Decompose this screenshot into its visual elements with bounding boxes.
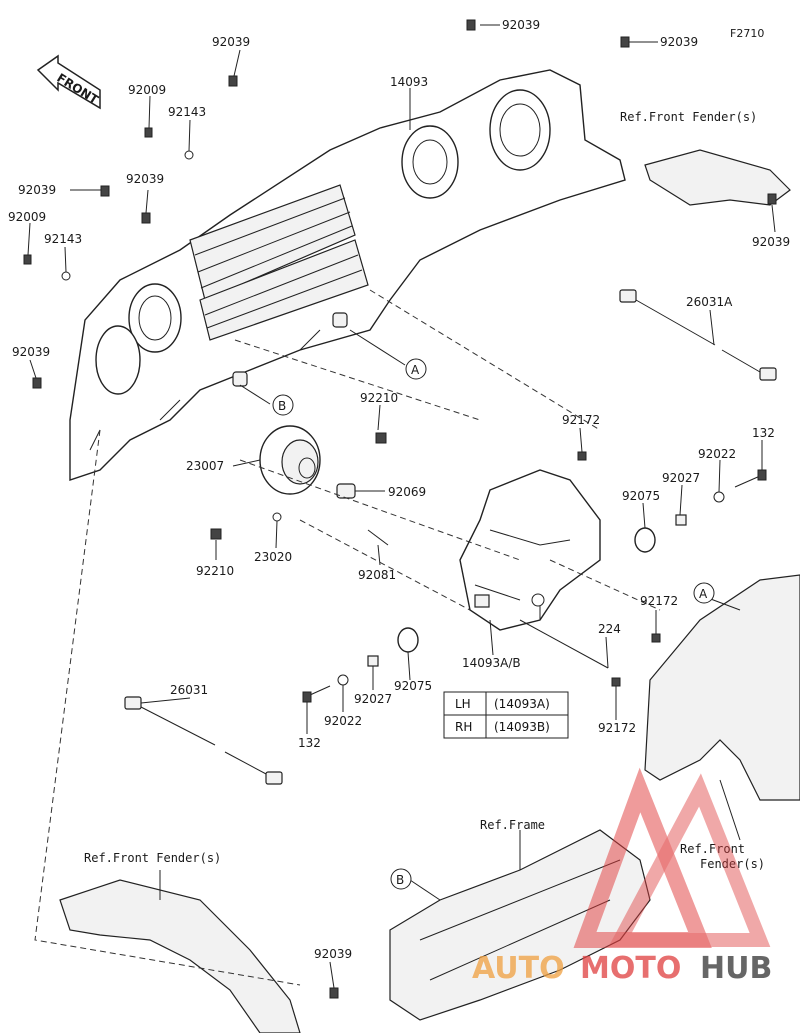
ref-front-fender-bottom-label: Ref.Front Fender(s) bbox=[84, 851, 221, 865]
callout-92069: 92069 bbox=[388, 485, 426, 499]
callout-92172-b: 92172 bbox=[640, 594, 678, 608]
callout-labels: 92039 92039 92039 14093 92009 92143 9203… bbox=[8, 18, 790, 961]
callout-92027-a: 92027 bbox=[662, 471, 700, 485]
callout-92039-c: 92039 bbox=[660, 35, 698, 49]
bracket-14093AB bbox=[459, 469, 601, 631]
callout-92039-h: 92039 bbox=[314, 947, 352, 961]
callout-92081: 92081 bbox=[358, 568, 396, 582]
damper-b bbox=[232, 371, 248, 387]
watermark-logo: AUTO MOTO HUB bbox=[472, 767, 772, 986]
marker-a-2: A bbox=[699, 587, 708, 601]
marker-b-2: B bbox=[396, 873, 404, 887]
harness-26031A bbox=[619, 289, 777, 381]
marker-a-1: A bbox=[411, 363, 420, 377]
front-arrow-icon: FRONT bbox=[36, 54, 101, 110]
callout-92039-b: 92039 bbox=[502, 18, 540, 32]
callout-132-a: 132 bbox=[752, 426, 775, 440]
callout-92039-d: 92039 bbox=[18, 183, 56, 197]
ref-frame bbox=[389, 829, 651, 1021]
callout-92039-f: 92039 bbox=[12, 345, 50, 359]
callout-92039-e: 92039 bbox=[126, 172, 164, 186]
callout-23020: 23020 bbox=[254, 550, 292, 564]
mount-hardware-upper bbox=[577, 451, 767, 643]
callout-92022-b: 92022 bbox=[324, 714, 362, 728]
watermark-auto: AUTO bbox=[472, 951, 565, 986]
callout-14093AB: 14093A/B bbox=[462, 656, 521, 670]
callout-92172-a: 92172 bbox=[562, 413, 600, 427]
callout-92075-b: 92075 bbox=[394, 679, 432, 693]
callout-92022-a: 92022 bbox=[698, 447, 736, 461]
ref-front-label: Ref.Front bbox=[680, 842, 745, 856]
callout-92009-a: 92009 bbox=[128, 83, 166, 97]
damper-a bbox=[332, 312, 348, 328]
table-row-rh-part: (14093B) bbox=[494, 720, 550, 734]
ref-front-fender-right bbox=[644, 574, 800, 801]
table-row-lh-side: LH bbox=[455, 697, 471, 711]
markers: A B A B bbox=[272, 358, 715, 890]
callout-92143-a: 92143 bbox=[168, 105, 206, 119]
callout-92172-c: 92172 bbox=[598, 721, 636, 735]
watermark-moto: MOTO bbox=[580, 951, 681, 986]
callout-92039-a: 92039 bbox=[212, 35, 250, 49]
callout-92075-a: 92075 bbox=[622, 489, 660, 503]
watermark-hub: HUB bbox=[700, 951, 772, 986]
callout-92039-g: 92039 bbox=[752, 235, 790, 249]
dashed-lines bbox=[34, 289, 661, 986]
ref-front-fender-left bbox=[59, 879, 301, 1033]
marker-b-1: B bbox=[278, 399, 286, 413]
callout-92009-b: 92009 bbox=[8, 210, 46, 224]
figure-code: F2710 bbox=[730, 27, 764, 40]
callout-224: 224 bbox=[598, 622, 621, 636]
table-row-rh-side: RH bbox=[455, 720, 472, 734]
callout-26031A: 26031A bbox=[686, 295, 733, 309]
side-table: LH (14093A) RH (14093B) bbox=[443, 691, 569, 739]
callout-132-b: 132 bbox=[298, 736, 321, 750]
table-row-lh-part: (14093A) bbox=[494, 697, 550, 711]
callout-92143-b: 92143 bbox=[44, 232, 82, 246]
ref-front-fender-top-label: Ref.Front Fender(s) bbox=[620, 110, 757, 124]
ref-front-fender-right-top bbox=[644, 149, 791, 206]
clip-icons bbox=[23, 19, 777, 999]
callout-92210-b: 92210 bbox=[196, 564, 234, 578]
callout-92027-b: 92027 bbox=[354, 692, 392, 706]
ref-fender-label: Fender(s) bbox=[700, 857, 765, 871]
ref-frame-label: Ref.Frame bbox=[480, 818, 545, 832]
headlight-23007 bbox=[210, 425, 389, 546]
callout-26031: 26031 bbox=[170, 683, 208, 697]
harness-26031 bbox=[124, 696, 283, 785]
callout-23007: 23007 bbox=[186, 459, 224, 473]
callout-92210-a: 92210 bbox=[360, 391, 398, 405]
reference-labels: Ref.Front Fender(s) Ref.Frame Ref.Front … bbox=[84, 110, 765, 871]
leader-lines bbox=[27, 24, 776, 989]
headlight-cover-14093 bbox=[69, 69, 626, 481]
callout-14093: 14093 bbox=[390, 75, 428, 89]
